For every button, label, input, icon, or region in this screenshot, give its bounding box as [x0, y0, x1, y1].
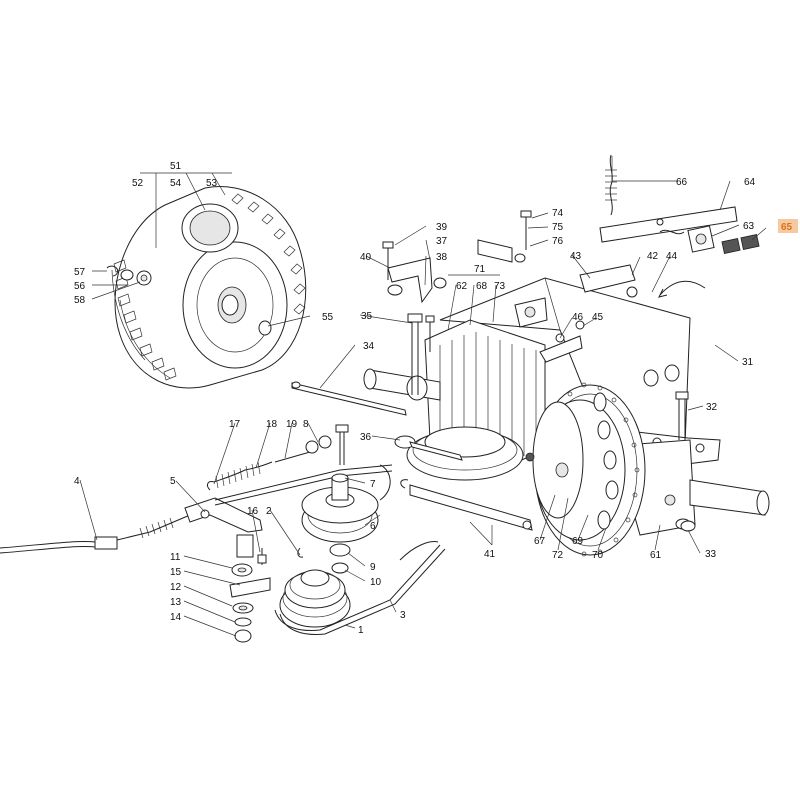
callout-54: 54 [170, 178, 182, 189]
callout-34: 34 [363, 341, 375, 352]
rear-wheel [106, 186, 307, 389]
callout-71: 71 [474, 264, 486, 275]
callout-5: 5 [170, 476, 176, 487]
callout-19: 19 [286, 419, 298, 430]
callout-8: 8 [303, 419, 309, 430]
callout-31: 31 [742, 357, 754, 368]
callout-75: 75 [552, 222, 564, 233]
control-rods [291, 381, 533, 531]
callout-41: 41 [484, 549, 496, 560]
washer-stack [229, 520, 696, 643]
callout-3: 3 [400, 610, 406, 621]
drive-chain [532, 382, 646, 557]
callout-55: 55 [322, 312, 334, 323]
tension-bracket [599, 154, 760, 298]
callout-42: 42 [647, 251, 659, 262]
lever-and-cable [0, 464, 393, 565]
callout-68: 68 [476, 281, 488, 292]
tension-spring-assembly [206, 424, 349, 491]
callout-40: 40 [360, 252, 372, 263]
callout-65: 65 [781, 222, 793, 233]
callout-46: 46 [572, 312, 584, 323]
callout-1: 1 [358, 625, 364, 636]
callout-7: 7 [370, 479, 376, 490]
callout-64: 64 [744, 177, 756, 188]
callout-45: 45 [592, 312, 604, 323]
callout-62: 62 [456, 281, 468, 292]
callout-2: 2 [266, 506, 272, 517]
drive-pulley [274, 541, 446, 635]
callout-69: 69 [572, 536, 584, 547]
part-callouts: 51 52 54 53 57 56 58 55 66 64 74 75 76 3… [74, 161, 798, 636]
leader-lines [79, 156, 767, 637]
callout-9: 9 [370, 562, 376, 573]
callout-18: 18 [266, 419, 278, 430]
callout-63: 63 [743, 221, 755, 232]
callout-56: 56 [74, 281, 86, 292]
mounting-brackets [387, 239, 638, 363]
callout-12: 12 [170, 582, 182, 593]
callout-76: 76 [552, 236, 564, 247]
callout-70: 70 [592, 550, 604, 561]
callout-61: 61 [650, 550, 662, 561]
callout-14: 14 [170, 612, 182, 623]
callout-17: 17 [229, 419, 241, 430]
callout-44: 44 [666, 251, 678, 262]
callout-52: 52 [132, 178, 144, 189]
callout-53: 53 [206, 178, 218, 189]
highlight-65-badge [778, 219, 798, 233]
callout-38: 38 [436, 252, 448, 263]
callout-51: 51 [170, 161, 182, 172]
callout-66: 66 [676, 177, 688, 188]
callout-72: 72 [552, 550, 564, 561]
callout-37: 37 [436, 236, 448, 247]
callout-33: 33 [705, 549, 717, 560]
callout-32: 32 [706, 402, 718, 413]
callout-74: 74 [552, 208, 564, 219]
callout-10: 10 [370, 577, 382, 588]
callout-4: 4 [74, 476, 80, 487]
callout-58: 58 [74, 295, 86, 306]
callout-36: 36 [360, 432, 372, 443]
callout-39: 39 [436, 222, 448, 233]
callout-35: 35 [361, 311, 373, 322]
gearbox-pulley [394, 426, 535, 481]
callout-6: 6 [370, 521, 376, 532]
callout-43: 43 [570, 251, 582, 262]
callout-15: 15 [170, 567, 182, 578]
callout-13: 13 [170, 597, 182, 608]
callout-16: 16 [247, 506, 259, 517]
idler-pulley [301, 473, 379, 574]
callout-73: 73 [494, 281, 506, 292]
callout-11: 11 [170, 552, 181, 563]
callout-67: 67 [534, 536, 546, 547]
callout-57: 57 [74, 267, 86, 278]
